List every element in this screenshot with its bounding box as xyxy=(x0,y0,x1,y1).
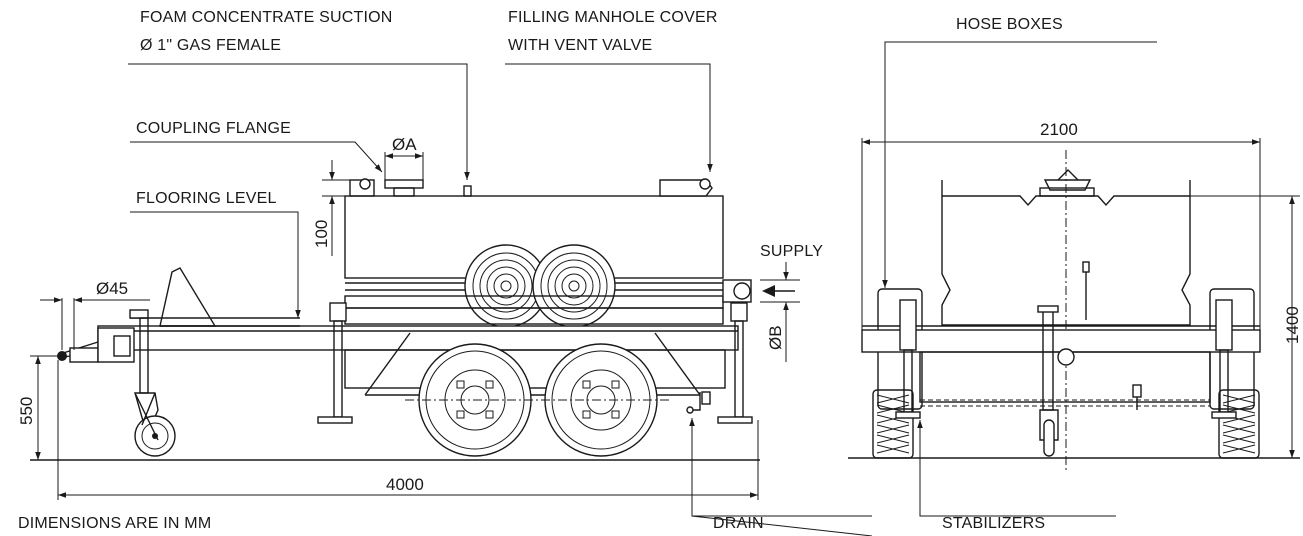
manhole-cover xyxy=(659,179,713,197)
label-coupling-flange: COUPLING FLANGE xyxy=(136,120,291,137)
dim-phi-45: Ø45 xyxy=(96,279,128,298)
leader-lines xyxy=(128,41,1157,536)
tank-front xyxy=(941,195,1191,326)
label-hose-boxes: HOSE BOXES xyxy=(956,16,1063,33)
dim-100: 100 xyxy=(312,220,331,248)
label-supply: SUPPLY xyxy=(760,243,823,260)
front-view xyxy=(848,150,1300,470)
label-filling-line1: FILLING MANHOLE COVER xyxy=(508,9,718,26)
dim-phi-a: ØA xyxy=(392,135,417,154)
label-drain: DRAIN xyxy=(713,515,764,532)
label-stabilizers: STABILIZERS xyxy=(942,515,1045,532)
coupling-flange xyxy=(384,179,424,189)
chassis-beam xyxy=(97,325,739,351)
label-foam-line1: FOAM CONCENTRATE SUCTION xyxy=(140,9,393,26)
label-flooring-level: FLOORING LEVEL xyxy=(136,190,277,207)
dim-phi-b: ØB xyxy=(766,325,785,350)
dim-2100: 2100 xyxy=(1040,120,1078,139)
label-filling-line2: WITH VENT VALVE xyxy=(508,37,652,54)
dimension-lines xyxy=(30,138,1300,500)
tyre-right xyxy=(1218,389,1260,459)
dim-1400: 1400 xyxy=(1283,306,1302,344)
hose-reel-right xyxy=(532,244,616,328)
dim-4000: 4000 xyxy=(386,475,424,494)
label-foam-line2: Ø 1" GAS FEMALE xyxy=(140,37,281,54)
label-dimensions-note: DIMENSIONS ARE IN MM xyxy=(18,515,211,532)
annotation-text: FOAM CONCENTRATE SUCTION Ø 1" GAS FEMALE… xyxy=(17,9,1302,532)
dim-550: 550 xyxy=(17,397,36,425)
side-view xyxy=(30,178,795,461)
tyre-left xyxy=(872,389,914,459)
